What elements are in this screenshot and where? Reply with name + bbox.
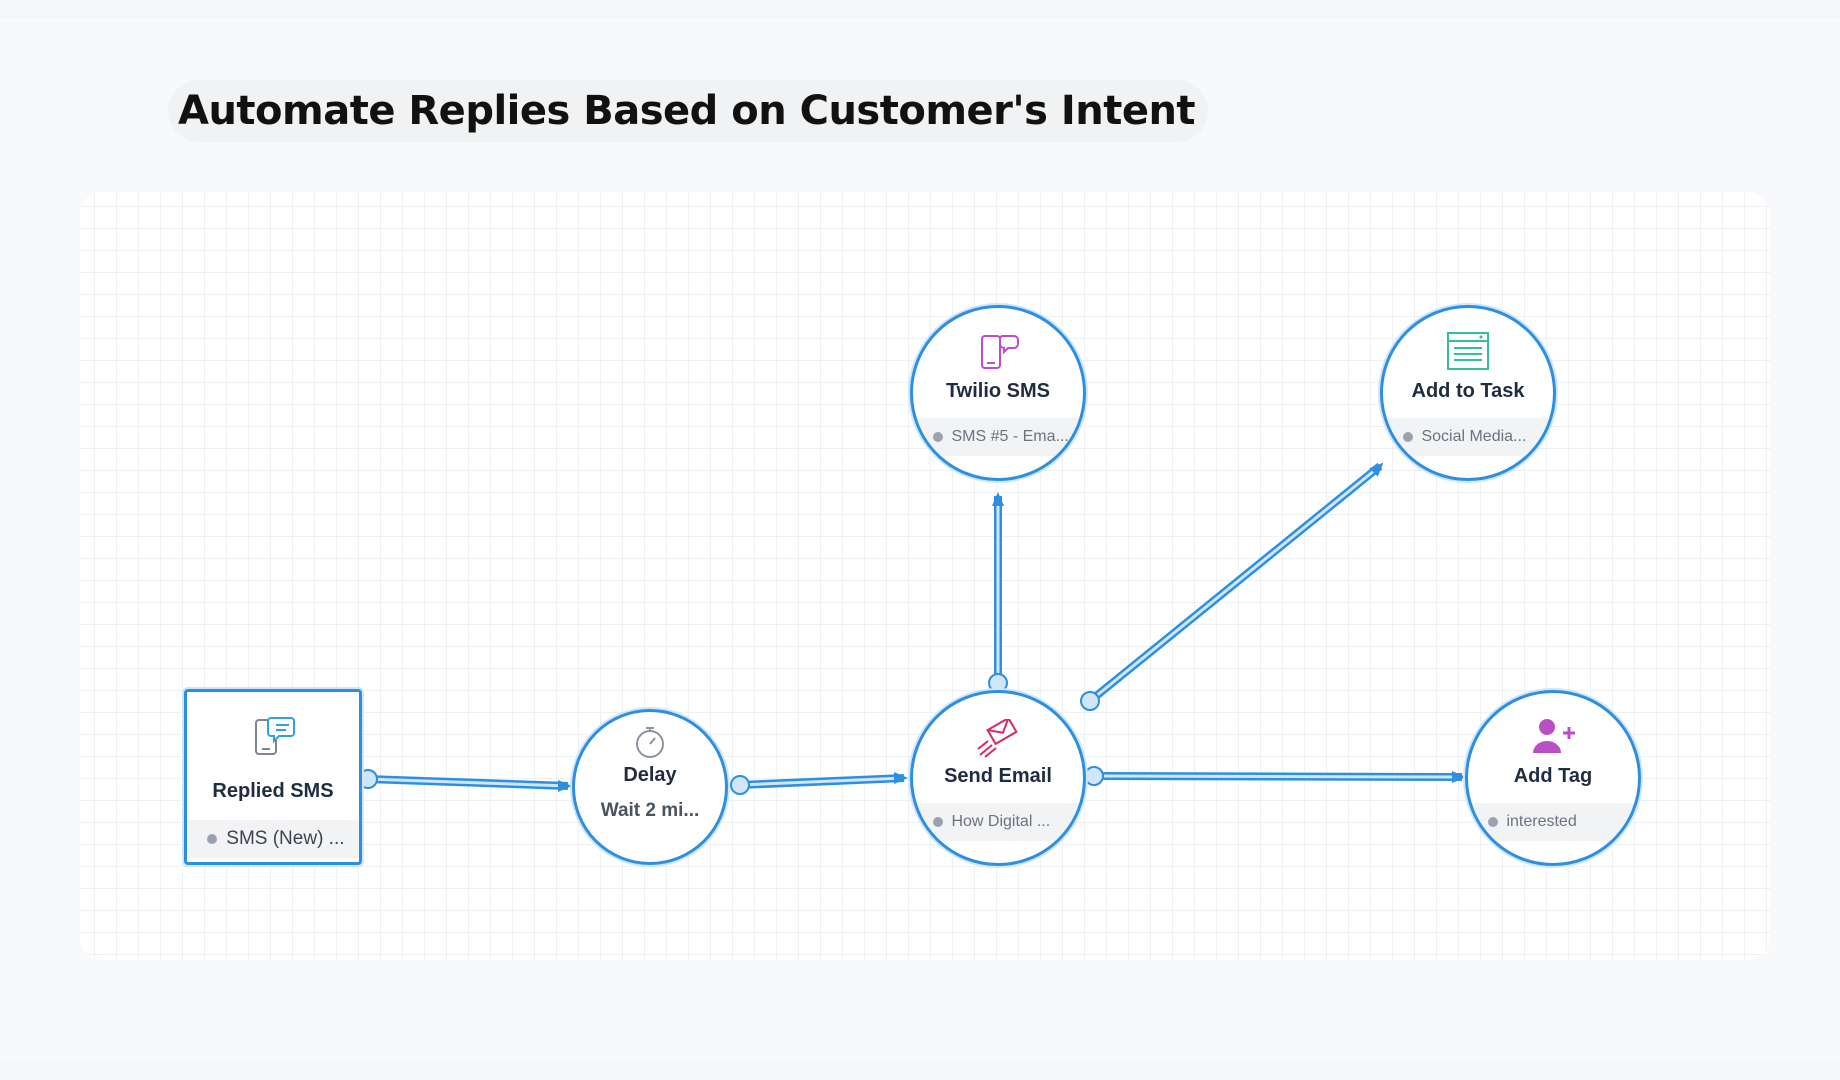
node-subtitle-text: SMS #5 - Ema... bbox=[951, 428, 1069, 445]
paper-plane-email-icon bbox=[976, 716, 1020, 764]
node-subtitle-text: How Digital ... bbox=[951, 813, 1051, 830]
status-dot bbox=[933, 816, 943, 827]
node-label: Replied SMS bbox=[212, 780, 334, 802]
task-list-icon bbox=[1445, 330, 1491, 377]
status-dot bbox=[1403, 431, 1413, 442]
page-title: Automate Replies Based on Customer's Int… bbox=[178, 88, 1196, 134]
node-label: Delay bbox=[623, 764, 677, 786]
node-subtitle: interested bbox=[1468, 803, 1638, 841]
node-subtitle-text: interested bbox=[1506, 813, 1577, 830]
node-subtitle: SMS #5 - Ema... bbox=[913, 418, 1083, 456]
user-plus-icon bbox=[1529, 717, 1577, 760]
status-dot bbox=[933, 431, 943, 442]
node-label: Add to Task bbox=[1411, 380, 1525, 402]
node-replied-sms[interactable]: Replied SMS SMS (New) ... bbox=[184, 689, 362, 865]
title-highlight bbox=[168, 80, 1208, 142]
phone-chat-icon bbox=[976, 332, 1020, 377]
node-delay[interactable]: Delay Wait 2 mi... bbox=[572, 709, 728, 865]
node-add-to-task[interactable]: Add to Task Social Media... bbox=[1380, 305, 1556, 481]
node-send-email[interactable]: Send Email How Digital ... bbox=[910, 690, 1086, 866]
node-add-tag[interactable]: Add Tag interested bbox=[1465, 690, 1641, 866]
node-subtitle-text: Social Media... bbox=[1421, 428, 1527, 445]
node-subtitle: SMS (New) ... bbox=[187, 820, 359, 858]
node-label: Add Tag bbox=[1513, 765, 1593, 787]
node-label: Twilio SMS bbox=[945, 380, 1051, 402]
phone-chat-icon bbox=[251, 714, 295, 763]
node-label: Send Email bbox=[944, 765, 1052, 787]
status-dot bbox=[1488, 816, 1498, 827]
node-subtitle: Wait 2 mi... bbox=[600, 800, 700, 821]
node-subtitle: How Digital ... bbox=[913, 803, 1083, 841]
node-subtitle-text: SMS (New) ... bbox=[226, 828, 345, 849]
node-subtitle: Social Media... bbox=[1383, 418, 1553, 456]
status-dot bbox=[207, 833, 217, 844]
stopwatch-icon bbox=[632, 724, 668, 765]
node-twilio-sms[interactable]: Twilio SMS SMS #5 - Ema... bbox=[910, 305, 1086, 481]
